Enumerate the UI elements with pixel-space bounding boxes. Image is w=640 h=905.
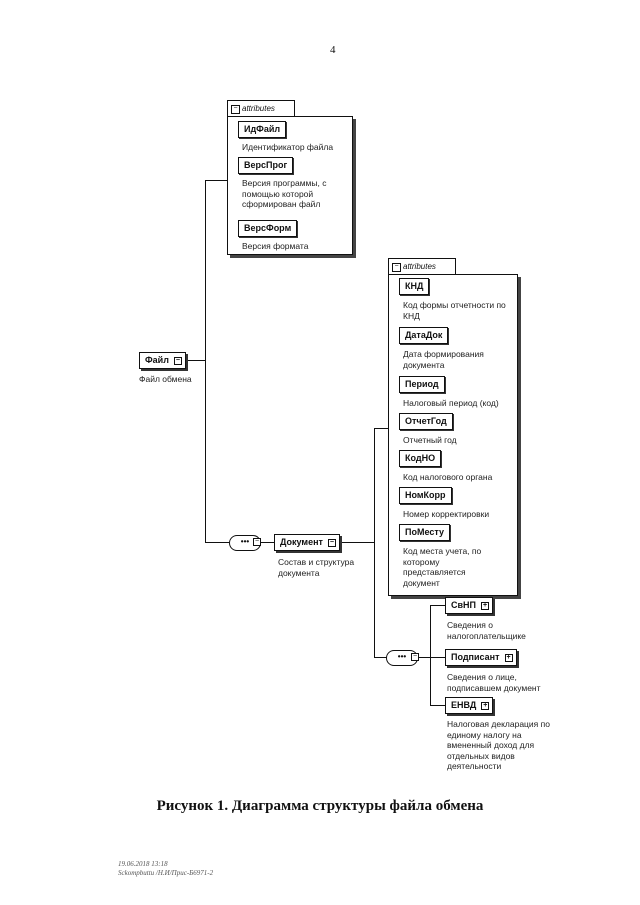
element-podpisant[interactable]: Подписант + <box>445 649 517 666</box>
attribute-kodno[interactable]: КодНО <box>399 450 442 467</box>
connector <box>205 542 229 543</box>
doc-attributes-panel: КНД Код формы отчетности по КНД ДатаДок … <box>388 274 518 596</box>
element-document[interactable]: Документ − <box>274 534 340 551</box>
footer-stamp: 19.06.2018 13:18 Sckompbuttu /Н.И/Прис-Б… <box>118 860 213 878</box>
collapse-icon[interactable]: − <box>173 357 182 365</box>
figure-caption: Рисунок 1. Диаграмма структуры файла обм… <box>156 798 484 814</box>
connector <box>342 542 374 543</box>
sequence-icon: ••• <box>397 652 407 661</box>
connector <box>430 657 445 658</box>
attribute-desc: Версия программы, с помощью которой сфор… <box>242 178 327 209</box>
element-svnp[interactable]: СвНП + <box>445 597 494 614</box>
root-element-file[interactable]: Файл − <box>139 352 186 369</box>
file-attributes-tab[interactable]: − attributes <box>227 100 295 117</box>
element-label: ЕНВД <box>451 700 477 710</box>
expand-icon[interactable]: + <box>481 702 490 710</box>
attribute-otchetgod[interactable]: ОтчетГод <box>399 413 453 430</box>
root-element-desc: Файл обмена <box>139 374 192 384</box>
attribute-desc: Номер корректировки <box>403 509 490 519</box>
attribute-datadok[interactable]: ДатаДок <box>399 327 449 344</box>
attribute-desc: Код формы отчетности по КНД <box>403 300 506 321</box>
attribute-pomestu[interactable]: ПоМесту <box>399 524 450 541</box>
connector <box>374 657 388 658</box>
attribute-nomkorr[interactable]: НомКорр <box>399 487 452 504</box>
attribute-knd[interactable]: КНД <box>399 278 430 295</box>
attribute-versform[interactable]: ВерсФорм <box>238 220 298 237</box>
attribute-versprog[interactable]: ВерсПрог <box>238 157 294 174</box>
element-desc: Сведения о налогоплательщике <box>447 620 526 641</box>
element-document-label: Документ <box>280 537 323 547</box>
element-envd[interactable]: ЕНВД + <box>445 697 494 714</box>
collapse-icon[interactable]: − <box>253 538 261 546</box>
collapse-icon[interactable]: − <box>231 105 240 114</box>
attribute-desc: Код места учета, по которому представляе… <box>403 546 482 588</box>
connector <box>374 428 388 429</box>
connector <box>185 360 205 361</box>
element-desc: Сведения о лице, подписавшем документ <box>447 672 541 693</box>
attributes-label: attributes <box>403 262 436 271</box>
connector <box>258 542 274 543</box>
footer-line: Sckompbuttu /Н.И/Прис-Б6971-2 <box>118 869 214 877</box>
collapse-icon[interactable]: − <box>327 539 336 547</box>
expand-icon[interactable]: + <box>481 602 490 610</box>
footer-line: 19.06.2018 13:18 <box>118 860 168 868</box>
connector <box>430 705 445 706</box>
attribute-desc: Отчетный год <box>403 435 457 445</box>
element-label: Подписант <box>451 652 500 662</box>
doc-attributes-tab[interactable]: − attributes <box>388 258 456 275</box>
sequence-icon: ••• <box>240 537 250 546</box>
expand-icon[interactable]: + <box>504 654 513 662</box>
collapse-icon[interactable]: − <box>411 653 419 661</box>
file-attributes-panel: ИдФайл Идентификатор файла ВерсПрог Верс… <box>227 116 353 255</box>
element-desc: Налоговая декларация по единому налогу н… <box>447 719 550 771</box>
page-number: 4 <box>330 44 336 56</box>
attribute-desc: Версия формата <box>242 241 309 251</box>
connector <box>205 180 227 181</box>
attribute-desc: Налоговый период (код) <box>403 398 499 408</box>
element-label: СвНП <box>451 600 477 610</box>
connector <box>205 180 206 542</box>
element-document-desc: Состав и структура документа <box>278 557 355 578</box>
attribute-desc: Дата формирования документа <box>403 349 484 370</box>
root-element-label: Файл <box>145 355 169 365</box>
collapse-icon[interactable]: − <box>392 263 401 272</box>
attributes-label: attributes <box>242 104 275 113</box>
attribute-desc: Идентификатор файла <box>242 142 334 152</box>
connector <box>430 605 431 705</box>
attribute-period[interactable]: Период <box>399 376 445 393</box>
connector <box>416 657 430 658</box>
connector <box>374 428 375 658</box>
attribute-desc: Код налогового органа <box>403 472 493 482</box>
attribute-idfile[interactable]: ИдФайл <box>238 121 287 138</box>
connector <box>430 605 445 606</box>
